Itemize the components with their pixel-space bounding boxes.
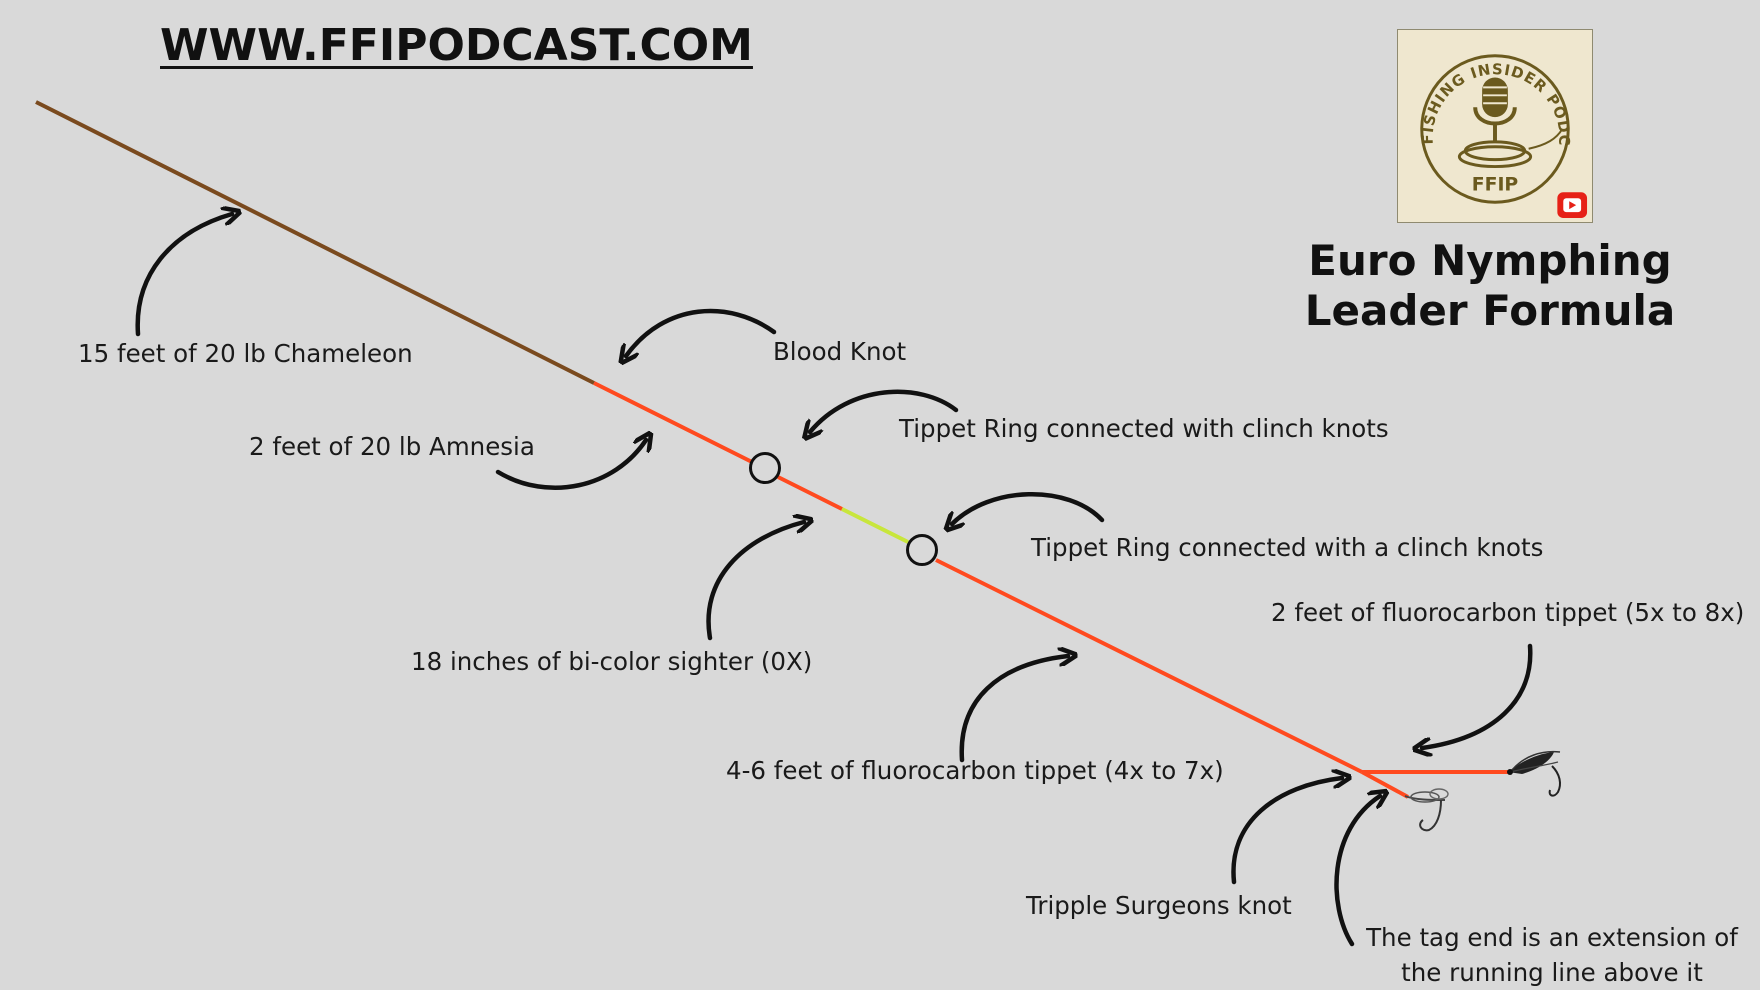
amnesia-to-sighter-segment [777, 475, 843, 511]
ffip-logo: FLY FISHING INSIDER PODCAST FFIP [1397, 29, 1593, 223]
label-tag-end: The tag end is an extension of the runni… [1362, 920, 1742, 990]
logo-abbr: FFIP [1472, 174, 1518, 195]
title-line-1: Euro Nymphing [1308, 236, 1672, 285]
website-url: WWW.FFIPODCAST.COM [160, 20, 753, 71]
tippet-segment [935, 558, 1363, 774]
label-tippet-4-6: 4-6 feet of fluorocarbon tippet (4x to 7… [726, 756, 1224, 785]
label-sighter: 18 inches of bi-color sighter (0X) [411, 647, 813, 676]
chameleon-segment [35, 100, 595, 385]
label-tag-end-line-2: the running line above it [1401, 958, 1703, 987]
arrow-tippet-4-6 [959, 656, 1068, 763]
arrow-surgeons [1231, 778, 1342, 885]
microphone-fly-reel-icon [1457, 77, 1564, 169]
arrow-tippet-ring-1 [810, 389, 959, 432]
amnesia-segment [593, 381, 753, 464]
label-tippet-2: 2 feet of fluorocarbon tippet (5x to 8x) [1271, 598, 1745, 627]
title-line-2: Leader Formula [1304, 286, 1676, 335]
youtube-play-icon [1557, 192, 1588, 219]
label-blood-knot: Blood Knot [773, 337, 907, 366]
tippet-ring-1 [749, 452, 781, 484]
arrow-tippet-2 [1422, 643, 1533, 748]
arrow-tag-end [1334, 796, 1380, 947]
label-tippet-ring-1: Tippet Ring connected with clinch knots [899, 414, 1389, 443]
label-tag-end-line-1: The tag end is an extension of [1366, 923, 1738, 952]
tag-end-segment [1361, 770, 1409, 799]
label-chameleon: 15 feet of 20 lb Chameleon [78, 339, 413, 368]
arrow-chameleon [135, 214, 232, 337]
label-surgeons-knot: Tripple Surgeons knot [1026, 891, 1292, 920]
arrow-amnesia [495, 440, 646, 491]
label-tippet-ring-2: Tippet Ring connected with a clinch knot… [1031, 533, 1544, 562]
sighter-segment [841, 507, 909, 544]
diagram-title: Euro Nymphing Leader Formula [1290, 236, 1690, 336]
tippet-ring-2 [906, 534, 938, 566]
arrow-tippet-ring-2 [952, 492, 1105, 524]
dropper-fly-icon [1404, 788, 1449, 832]
point-fly-icon [1507, 750, 1561, 797]
arrow-blood-knot [626, 308, 777, 356]
label-amnesia: 2 feet of 20 lb Amnesia [249, 432, 535, 461]
arrow-sighter [706, 522, 804, 641]
